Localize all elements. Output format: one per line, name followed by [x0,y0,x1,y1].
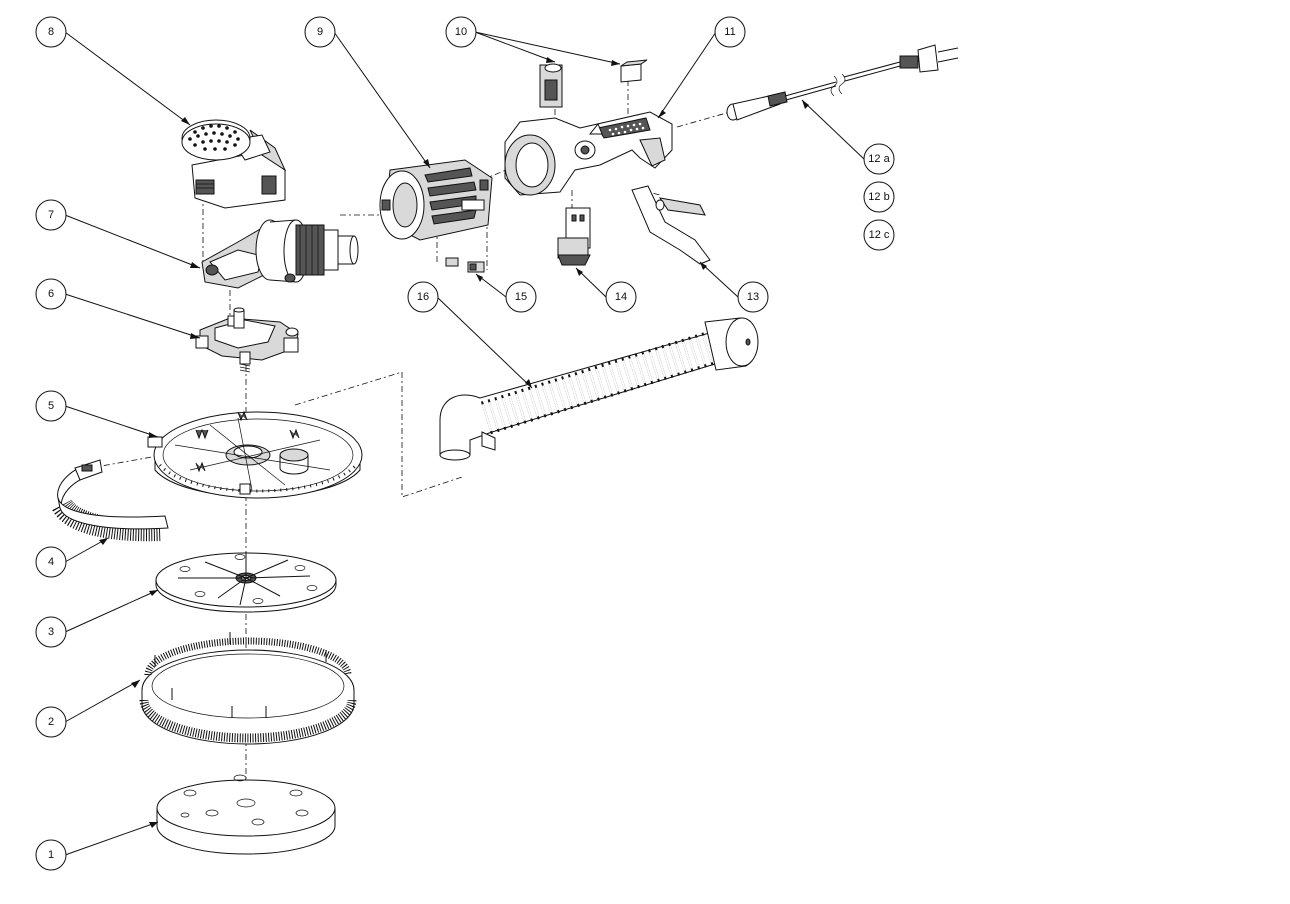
callout-label-11: 11 [724,26,735,38]
leader-arrowheads [99,57,809,828]
callout-label-4: 4 [48,556,54,568]
callout-label-2: 2 [48,716,54,728]
callout-label-5: 5 [48,400,54,412]
part-13-bracket [631,185,711,265]
callout-label-9: 9 [317,26,323,38]
callout-label-3: 3 [48,626,54,638]
callout-16: 16 [407,281,439,313]
part-15-carbon-brushes [445,257,485,273]
callout-6: 6 [35,278,67,310]
callout-label-8: 8 [48,26,54,38]
callout-label-16: 16 [417,291,429,303]
callout-8: 8 [35,16,67,48]
callout-label-1: 1 [48,849,54,861]
callout-9: 9 [304,16,336,48]
callout-label-14: 14 [615,291,627,303]
callout-label-10: 10 [455,26,467,38]
part-11-handle-housing [504,111,673,196]
part-6-gearbox [195,307,299,373]
callout-11: 11 [714,16,746,48]
callout-label-12c: 12 c [869,229,890,241]
part-9-stator-housing [379,159,493,241]
callout-label-7: 7 [48,209,54,221]
callout-label-12a: 12 a [868,153,890,165]
part-10-switch-components [539,59,648,108]
callout-12b: 12 b [863,181,895,213]
callout-7: 7 [35,199,67,231]
part-16-dust-hose [439,317,759,461]
part-12-power-cable [726,44,959,121]
callout-1: 1 [35,839,67,871]
callout-label-13: 13 [747,291,759,303]
part-1-sanding-pad [156,774,336,855]
callout-14: 14 [605,281,637,313]
part-7-front-housing-armature [201,219,359,289]
callout-5: 5 [35,390,67,422]
part-2-brush-ring [139,632,357,745]
callout-label-6: 6 [48,288,54,300]
part-4-brush-segment [52,459,169,542]
callout-12a: 12 a [863,143,895,175]
callout-label-15: 15 [515,291,527,303]
callout-3: 3 [35,616,67,648]
part-5-dust-shroud [147,410,363,499]
callout-2: 2 [35,706,67,738]
callout-label-12b: 12 b [868,191,889,203]
part-14-switch [557,207,591,266]
part-8-motor-cover [181,119,287,209]
leader-lines [64,31,865,856]
callout-12c: 12 c [863,219,895,251]
part-3-backing-plate [155,552,337,613]
callout-15: 15 [505,281,537,313]
callout-4: 4 [35,546,67,578]
callout-13: 13 [737,281,769,313]
callout-10: 10 [445,16,477,48]
